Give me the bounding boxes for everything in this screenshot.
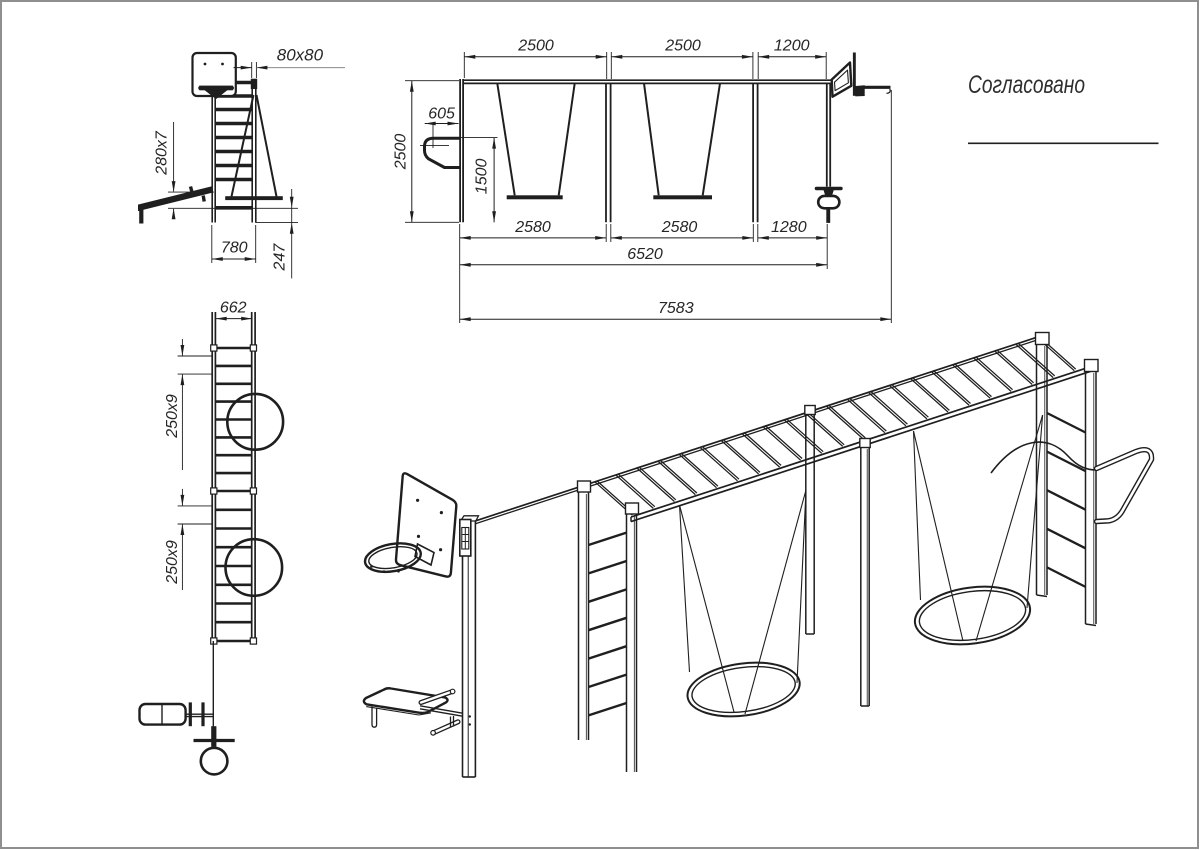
svg-text:1280: 1280 [771, 219, 807, 236]
svg-text:80x80: 80x80 [277, 46, 324, 65]
svg-text:1200: 1200 [774, 38, 810, 55]
svg-text:662: 662 [220, 300, 247, 317]
svg-text:Согласовано: Согласовано [968, 71, 1085, 99]
svg-text:280x7: 280x7 [154, 130, 171, 176]
svg-text:605: 605 [428, 105, 455, 122]
svg-text:2580: 2580 [514, 219, 551, 236]
svg-text:780: 780 [221, 240, 248, 257]
svg-text:2500: 2500 [393, 134, 410, 171]
svg-text:2500: 2500 [517, 38, 554, 55]
svg-text:250x9: 250x9 [164, 540, 181, 585]
svg-text:250x9: 250x9 [164, 394, 181, 439]
svg-text:6520: 6520 [627, 246, 663, 263]
svg-text:247: 247 [272, 243, 289, 272]
svg-text:1500: 1500 [474, 159, 491, 195]
svg-text:7583: 7583 [658, 300, 694, 317]
svg-text:2500: 2500 [664, 38, 701, 55]
svg-text:2580: 2580 [661, 219, 698, 236]
